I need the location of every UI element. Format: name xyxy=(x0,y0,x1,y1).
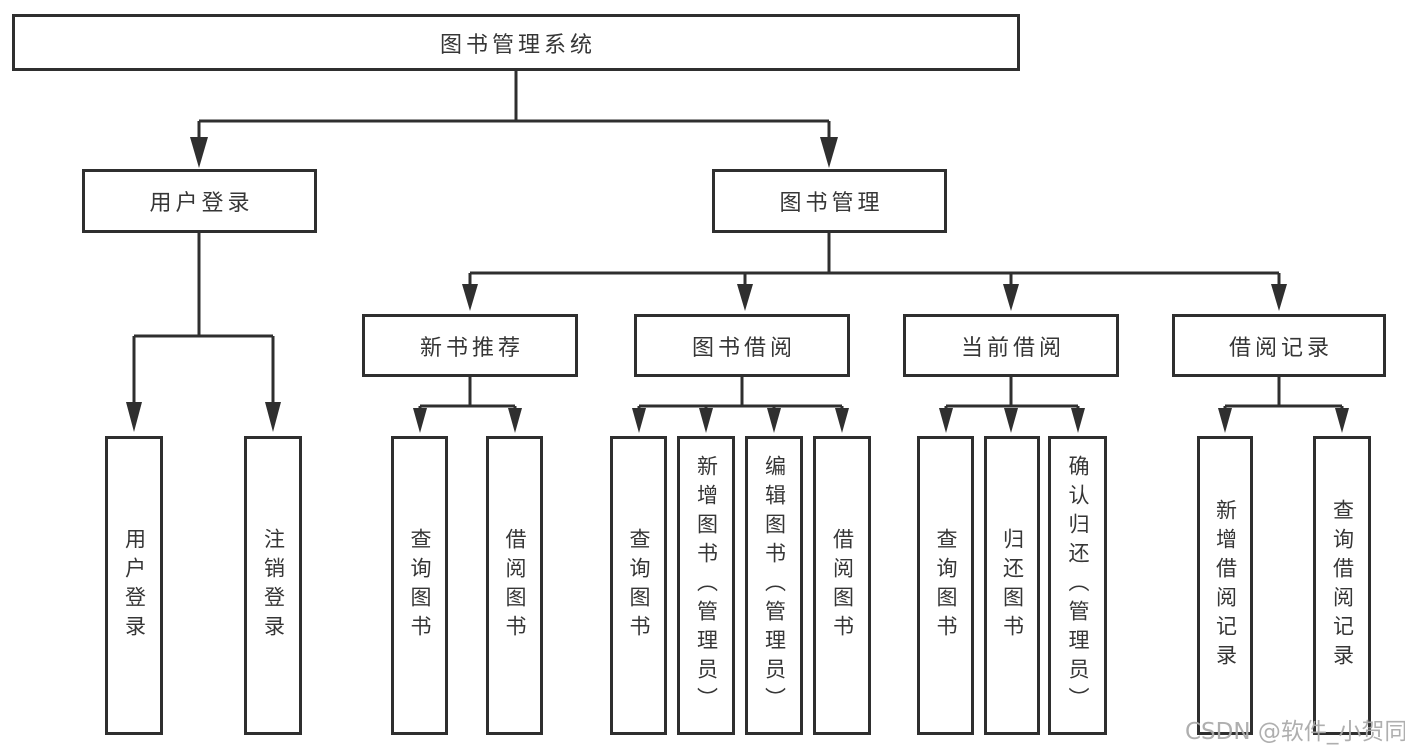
node-edit-books-admin: 编辑图书（管理员） xyxy=(745,436,803,735)
node-library-management-system: 图书管理系统 xyxy=(12,14,1020,71)
node-label: 借阅记录 xyxy=(1228,335,1333,361)
arrowheads xyxy=(126,137,1349,433)
node-new-book-recommendation: 新书推荐 xyxy=(362,314,578,377)
node-current-borrowing: 当前借阅 xyxy=(903,314,1119,377)
node-label: 注销登录 xyxy=(261,527,286,644)
node-borrowing-records: 借阅记录 xyxy=(1172,314,1386,377)
node-label: 用户登录 xyxy=(122,527,147,644)
node-label: 查询图书 xyxy=(934,527,959,644)
node-label: 查询图书 xyxy=(408,527,433,644)
node-book-borrowing: 图书借阅 xyxy=(634,314,850,377)
node-add-books-admin: 新增图书（管理员） xyxy=(677,436,735,735)
node-label: 用户登录 xyxy=(149,191,254,216)
node-label: 新增图书（管理员） xyxy=(694,455,719,716)
node-query-borrow-record: 查询借阅记录 xyxy=(1313,436,1371,735)
node-label: 新书推荐 xyxy=(419,335,524,361)
node-label: 新增借阅记录 xyxy=(1213,498,1238,673)
node-label: 归还图书 xyxy=(1000,527,1025,644)
node-user-login-action: 用户登录 xyxy=(105,436,163,735)
node-borrow-books: 借阅图书 xyxy=(813,436,871,735)
node-label: 借阅图书 xyxy=(830,527,855,644)
node-label: 当前借阅 xyxy=(960,335,1065,361)
node-label: 图书借阅 xyxy=(691,335,796,361)
node-add-borrow-record: 新增借阅记录 xyxy=(1197,436,1253,735)
node-label: 编辑图书（管理员） xyxy=(762,455,787,716)
csdn-watermark: CSDN @软件_小贺同学 xyxy=(1185,719,1405,745)
node-borrow-books-recommend: 借阅图书 xyxy=(486,436,543,735)
node-logout-action: 注销登录 xyxy=(244,436,302,735)
node-label: 借阅图书 xyxy=(503,527,528,644)
node-user-login: 用户登录 xyxy=(82,169,317,233)
node-return-books: 归还图书 xyxy=(984,436,1040,735)
node-label: 查询借阅记录 xyxy=(1330,498,1355,673)
node-label: 查询图书 xyxy=(627,527,652,644)
node-label: 图书管理系统 xyxy=(439,32,596,58)
node-label: 图书管理 xyxy=(779,191,884,216)
node-book-management: 图书管理 xyxy=(712,169,947,233)
node-label: 确认归还（管理员） xyxy=(1066,455,1091,716)
node-query-books-borrow: 查询图书 xyxy=(610,436,667,735)
node-query-books-recommend: 查询图书 xyxy=(391,436,448,735)
node-query-books-current: 查询图书 xyxy=(917,436,974,735)
node-confirm-return-admin: 确认归还（管理员） xyxy=(1048,436,1107,735)
